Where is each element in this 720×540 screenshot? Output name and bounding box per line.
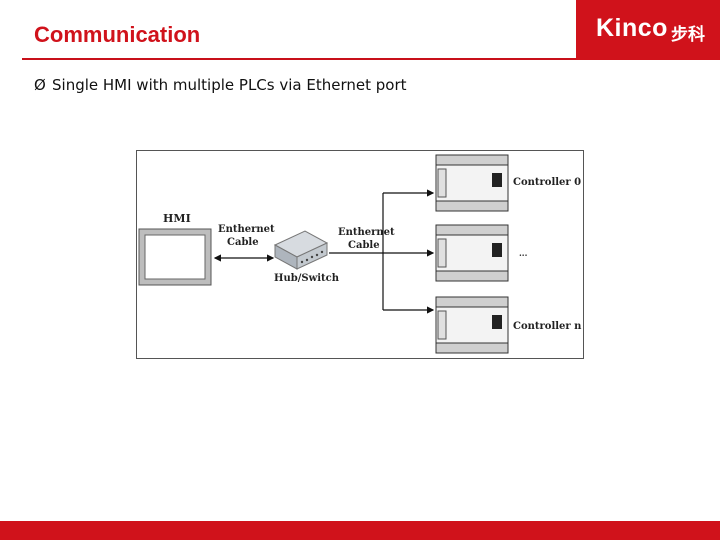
controller-0-label: Controller 0	[513, 177, 582, 188]
network-diagram: HMI Enthernet Cable Enthernet Cable Hub/…	[136, 150, 584, 359]
header-divider	[22, 58, 720, 60]
bullet-text: Single HMI with multiple PLCs via Ethern…	[52, 76, 407, 94]
plc-controller-n-icon	[435, 296, 509, 354]
plc-controller-0-icon	[435, 154, 509, 212]
diagram-graphics	[138, 154, 509, 354]
logo-chinese-text: 步科	[671, 25, 705, 44]
brand-logo: Kinco 步科	[576, 0, 720, 60]
cable-left-label-line1: Enthernet	[218, 224, 275, 235]
controller-n-label: Controller n	[513, 321, 582, 332]
hub-switch-icon	[273, 230, 329, 270]
logo-text: Kinco	[596, 14, 668, 42]
bullet-item: Ø Single HMI with multiple PLCs via Ether…	[34, 76, 407, 94]
plc-controller-middle-icon	[435, 224, 509, 282]
hub-switch-label: Hub/Switch	[274, 273, 339, 284]
controller-ellipsis: ...	[519, 248, 528, 258]
hmi-monitor-icon	[138, 228, 212, 286]
cable-left-label-line2: Cable	[227, 237, 259, 248]
cable-right-label-line1: Enthernet	[338, 227, 395, 238]
cable-right-label-line2: Cable	[348, 240, 380, 251]
page-title: Communication	[34, 22, 201, 47]
footer-bar	[0, 521, 720, 540]
bullet-arrow-icon: Ø	[34, 76, 46, 94]
hmi-label: HMI	[163, 212, 191, 225]
